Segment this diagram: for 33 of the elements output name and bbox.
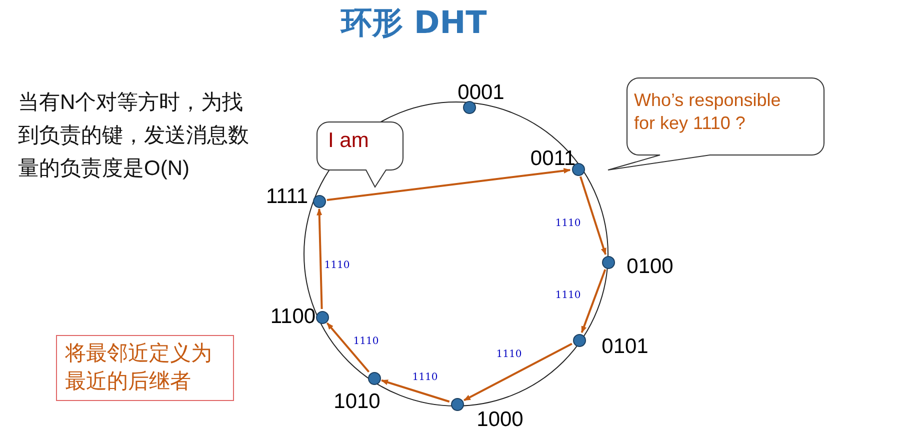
edge-label: 1110 xyxy=(555,291,581,301)
title: 环形 DHT xyxy=(339,4,488,43)
note-box: 将最邻近定义为最近的后继者 xyxy=(56,335,234,401)
edge-label: 1110 xyxy=(555,219,581,229)
arrow xyxy=(326,322,370,373)
peer-id: 1100 xyxy=(270,305,316,329)
arrow xyxy=(316,208,323,310)
edge-label: 1110 xyxy=(496,350,522,360)
arrow xyxy=(580,269,606,334)
peer-dot xyxy=(451,398,464,411)
peer-id: 0101 xyxy=(602,335,648,359)
arrow xyxy=(380,379,450,403)
description-text: 当有N个对等方时，为找到负责的键，发送消息数量的负责度是O(N) xyxy=(18,90,250,182)
peer-dot xyxy=(602,256,615,269)
peer-id: 0001 xyxy=(458,81,504,105)
peer-id: 0011 xyxy=(530,147,576,171)
edge-label: 1110 xyxy=(353,337,379,347)
arrow xyxy=(580,176,606,256)
peer-dot xyxy=(316,311,329,324)
peer-id: 1010 xyxy=(334,390,380,414)
peer-id: 1111 xyxy=(266,185,308,209)
peer-dot xyxy=(573,334,586,347)
edge-label: 1110 xyxy=(324,261,350,271)
bubble-text: I am xyxy=(328,128,370,154)
arrow xyxy=(463,342,572,402)
bubble-text: Who’s responsible for key 1110 ? xyxy=(634,89,782,136)
peer-id: 1000 xyxy=(476,408,524,432)
arrow xyxy=(326,168,571,202)
peer-dot xyxy=(463,101,476,114)
peer-dot xyxy=(368,372,381,385)
peer-dot xyxy=(313,195,326,208)
edge-label: 1110 xyxy=(412,373,438,383)
peer-id: 0100 xyxy=(626,255,674,279)
